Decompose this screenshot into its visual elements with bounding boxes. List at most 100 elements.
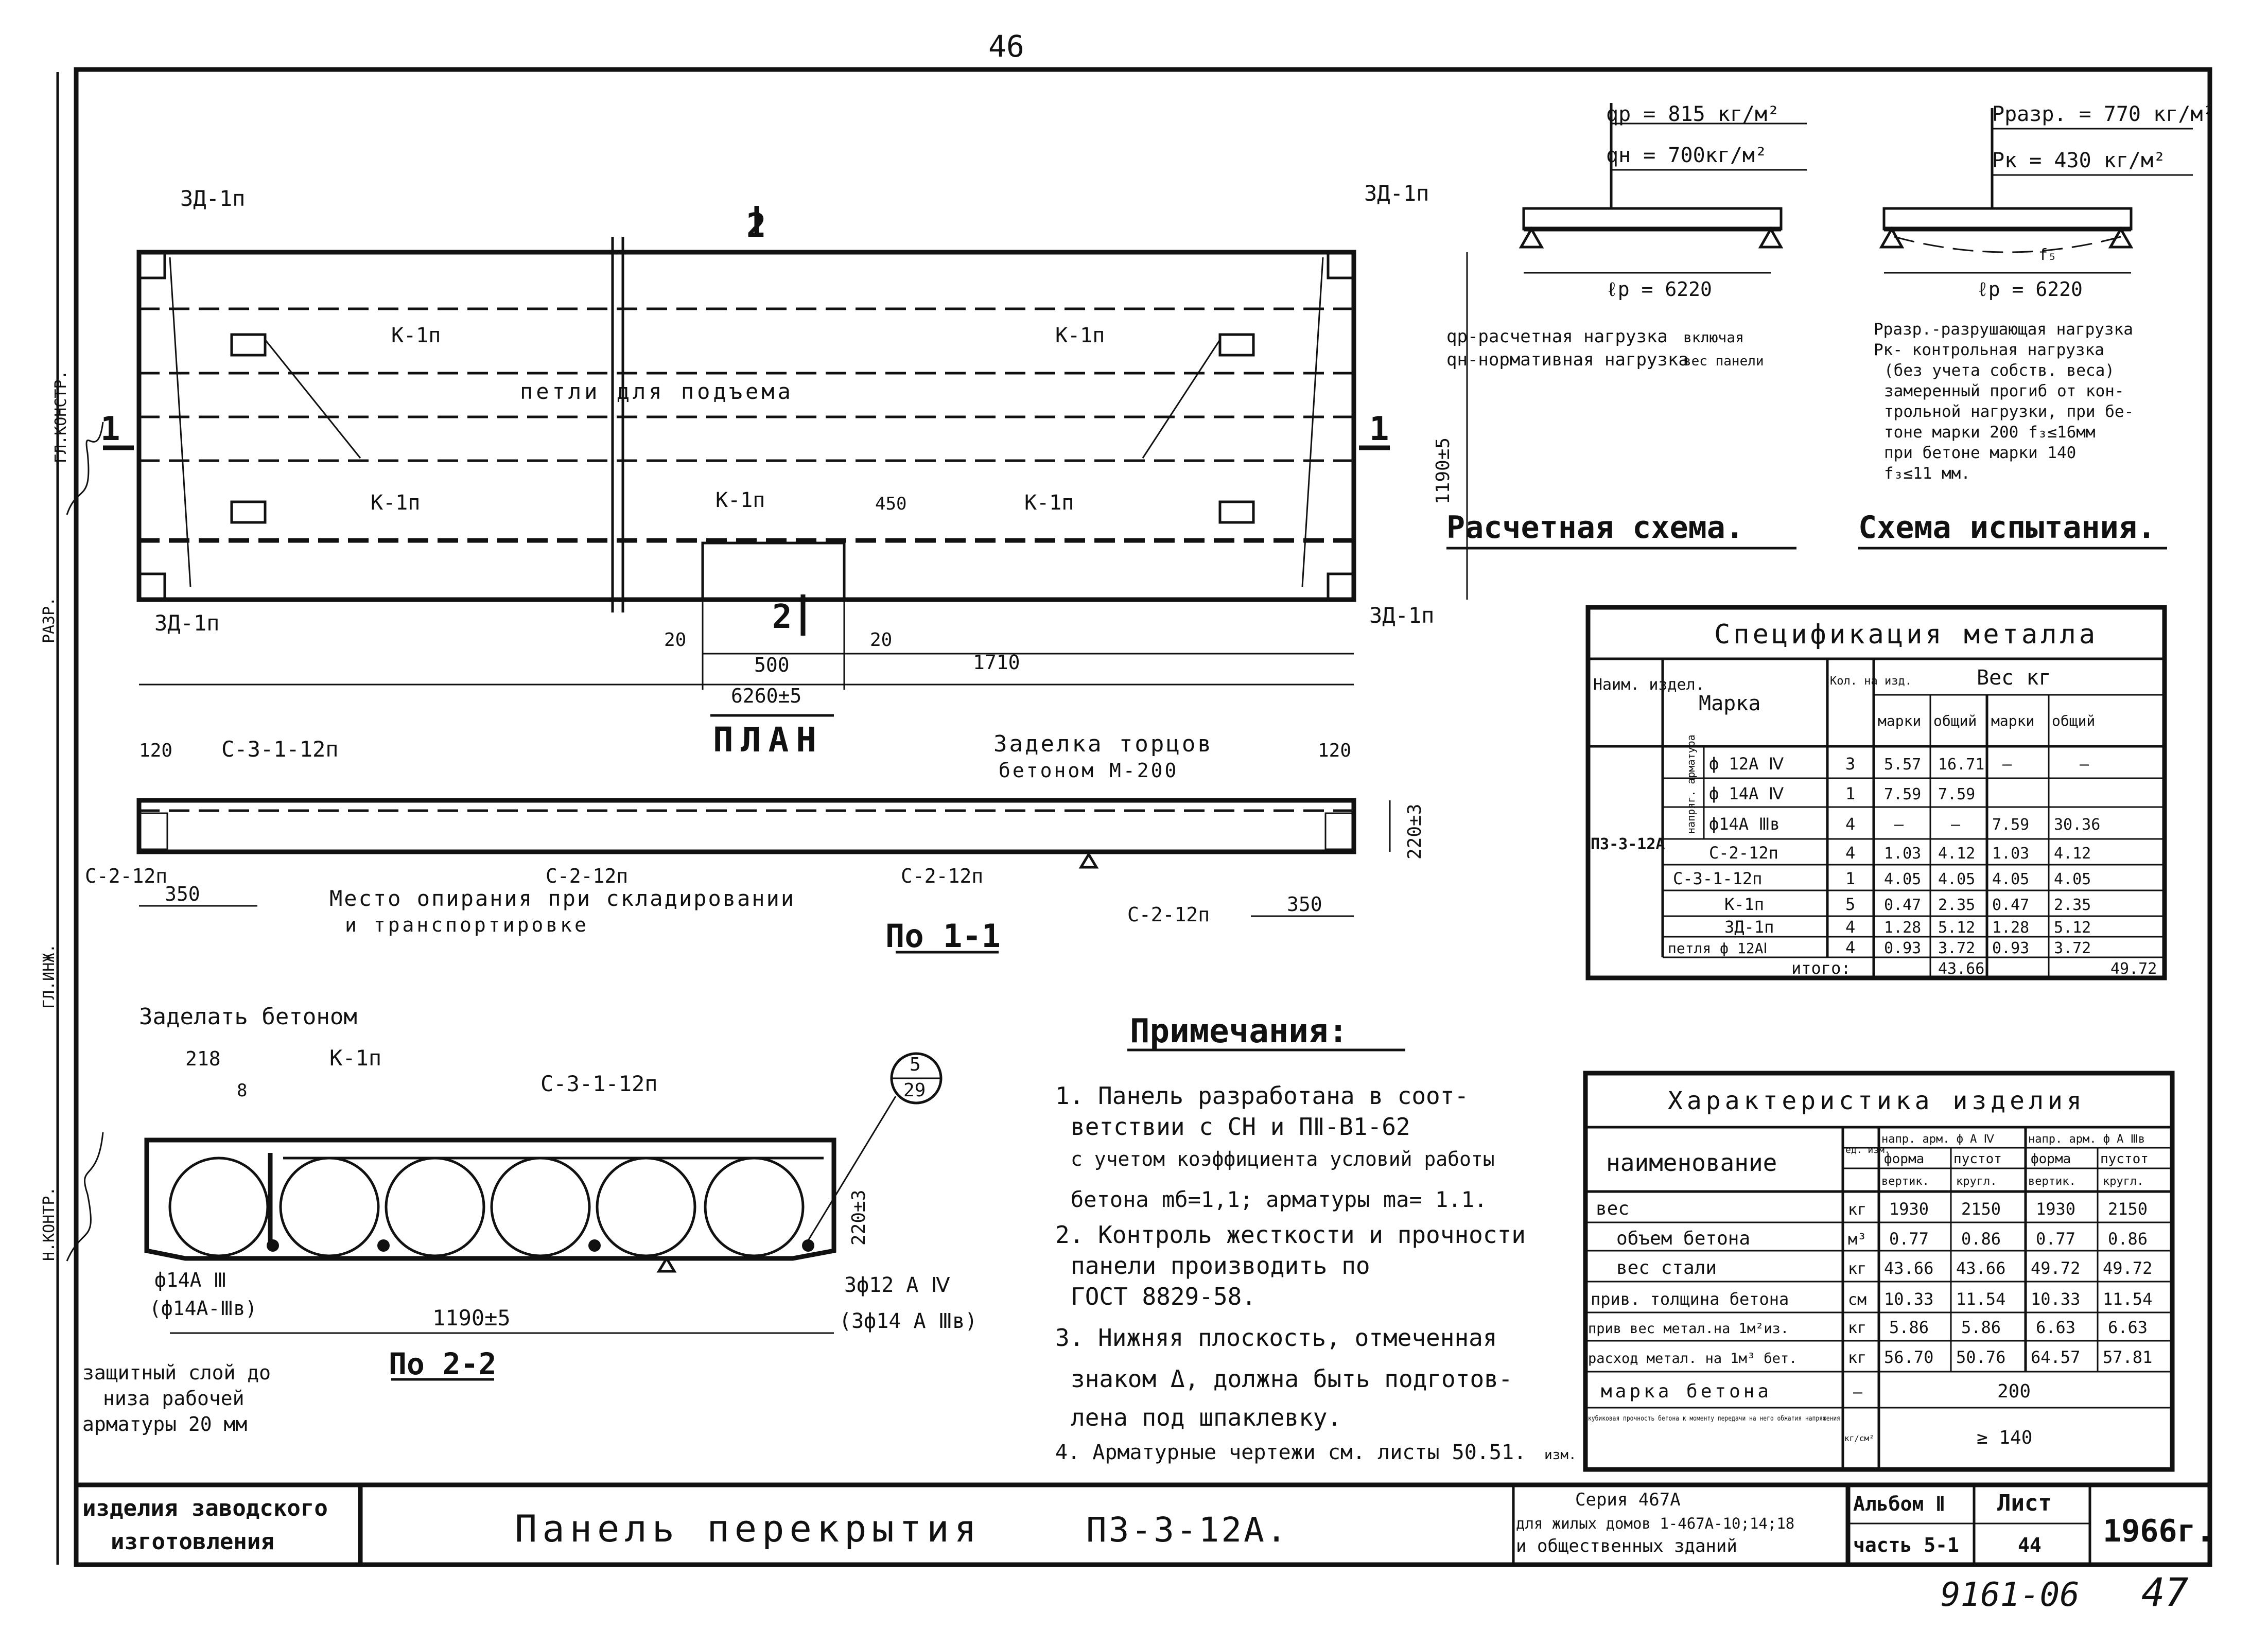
plan-corner-detail (137, 572, 166, 601)
calc-legend-4: вес панели (1683, 354, 1764, 369)
test-note-6: тоне марки 200 f₃≤16мм (1884, 423, 2096, 442)
spec-row-w2: 4.12 (1938, 845, 1975, 863)
char-h-c4: кругл. (2103, 1175, 2143, 1188)
spec-row-w3: 1.28 (1992, 919, 2029, 937)
dim-20b: 20 (870, 629, 892, 651)
note-line: с учетом коэффициента условий работы (1071, 1148, 1495, 1170)
spec-row-mark: К-1п (1724, 895, 1764, 914)
label-k-2: К-1п (1055, 324, 1105, 347)
title-left-1: изделия заводского (82, 1495, 328, 1521)
side-stamp-text-2: РАЗР. (40, 597, 58, 643)
spec-row-mark: петля ф 12АⅠ (1668, 940, 1768, 957)
rebar-right-2: (3ф14 А Ⅲв) (839, 1309, 977, 1333)
calc-scheme-diagram (1446, 103, 1807, 550)
char-row-c1: 56.70 (1884, 1347, 1933, 1367)
plan-corner-detail (1327, 251, 1355, 279)
test-note-4: замеренный прогиб от кон- (1884, 382, 2124, 400)
section-2-dim-220: 220±3 (848, 1190, 869, 1246)
char-row-name: прив вес метал.на 1м²из. (1588, 1321, 1789, 1337)
spec-h-mark: Марка (1699, 692, 1760, 715)
plan-loop-mark (230, 333, 267, 357)
char-row-unit: см (1848, 1291, 1866, 1309)
lifting-loops-label: петли для подъема (520, 379, 794, 404)
char-row-unit: кг (1848, 1319, 1866, 1337)
plan-loop-mark (230, 500, 267, 524)
spec-row-w4: 4.05 (2054, 870, 2091, 888)
spec-row-qty: 4 (1845, 814, 1855, 834)
char-h-c2: кругл. (1956, 1175, 1997, 1188)
page-number-bottom-2: 47 (2141, 1569, 2189, 1615)
dim-500: 500 (754, 654, 790, 676)
char-row-c2: 43.66 (1956, 1258, 2005, 1278)
char-row-name: объем бетона (1616, 1228, 1750, 1249)
note-line: изм. (1544, 1447, 1577, 1463)
char-row-c3: 6.63 (2036, 1318, 2075, 1337)
test-note-8: f₃≤11 мм. (1884, 464, 1970, 483)
section-2-label-k: К-1п (329, 1045, 381, 1071)
spec-h-w2: общий (1933, 712, 1977, 729)
char-h-sub4: пустот (2100, 1151, 2149, 1167)
side-stamp-text-4: ГЛ.КОНСТР. (52, 370, 70, 463)
note-line: знаком Δ, должна быть подготов- (1071, 1365, 1513, 1393)
section-1-label-c2d: С-2-12п (1127, 903, 1210, 926)
spec-row-w1: 4.05 (1884, 870, 1921, 888)
spec-row-w1: 0.47 (1884, 896, 1921, 914)
char-row-c3: 10.33 (2031, 1289, 2080, 1309)
rebar-right-1: 3ф12 А Ⅳ (844, 1273, 950, 1297)
spec-row-qty: 1 (1845, 784, 1855, 803)
section-2-2-view (144, 1052, 943, 1381)
note-line: 1. Панель разработана в соот- (1055, 1082, 1469, 1110)
note-line: бетона mб=1,1; арматуры mа= 1.1. (1071, 1187, 1487, 1212)
test-scheme-title: Схема испытания. (1858, 510, 2156, 546)
char-h-g1: напр. арм. ф А Ⅳ (1881, 1133, 1995, 1146)
char-row-c4: 49.72 (2103, 1258, 2152, 1278)
spec-row-mark: С-3-1-12п (1673, 869, 1762, 888)
note-line: 4. Арматурные чертежи см. листы 50.51. (1055, 1441, 1526, 1464)
test-f: f₅ (2038, 246, 2057, 264)
section-1-dim-220: 220±3 (1404, 804, 1425, 860)
char-row-c2: 5.86 (1961, 1318, 2001, 1337)
spec-row-w4: 4.12 (2054, 845, 2091, 863)
spec-table-grid (1585, 605, 2167, 980)
spec-row-mark: 3Д-1п (1724, 917, 1774, 937)
note-line: ГОСТ 8829-58. (1071, 1283, 1256, 1310)
note-line: ветствии с СН и ПⅡ-В1-62 (1071, 1113, 1410, 1141)
side-stamp-text-1: Н.КОНТР. (40, 1187, 58, 1262)
char-h-sub2: пустот (1953, 1151, 2002, 1167)
char-row-c4: 57.81 (2103, 1347, 2152, 1367)
spec-row-w3: — (2002, 756, 2012, 774)
end-seal-left (138, 812, 168, 850)
char-strength-unit: кг/см² (1844, 1433, 1874, 1443)
spec-row-w3: 4.05 (1992, 870, 2029, 888)
char-row-c3: 0.77 (2036, 1229, 2075, 1249)
char-row-name: расход метал. на 1м³ бет. (1588, 1351, 1797, 1367)
spec-h-qty: Кол. на изд. (1830, 675, 1912, 688)
char-row-c3: 64.57 (2031, 1347, 2080, 1367)
spec-row-w1: 0.93 (1884, 939, 1921, 957)
char-row-unit: кг (1848, 1201, 1866, 1219)
label-k-5: К-1п (1024, 491, 1074, 515)
section-1-label-c2a: С-2-12п (85, 865, 167, 887)
void-filled (168, 1157, 269, 1257)
label-3d-bl: 3Д-1п (154, 610, 219, 636)
spec-row-mark: ф14А Ⅲв (1709, 814, 1780, 834)
side-stamp-text-3: ГЛ.ИНЖ. (40, 944, 58, 1009)
title-sheet-label: Лист (1997, 1490, 2052, 1516)
char-concrete-name: марка бетона (1601, 1381, 1772, 1402)
char-h-c3: вертик. (2028, 1175, 2076, 1188)
spec-h-name: Наим. издел. (1593, 676, 1705, 694)
char-concrete-val: 200 (1997, 1381, 2031, 1402)
dim-20a: 20 (664, 629, 686, 651)
title-part: часть 5-1 (1853, 1534, 1959, 1556)
calc-qn: qн = 700кг/м² (1606, 144, 1767, 167)
calc-lp: ℓр = 6220 (1606, 278, 1712, 301)
spec-row-w3: 0.47 (1992, 896, 2029, 914)
label-3d-br: 3Д-1п (1369, 603, 1434, 628)
title-left-2: изготовления (111, 1529, 274, 1555)
char-concrete-unit: — (1853, 1383, 1863, 1402)
char-strength-val: ≥ 140 (1977, 1427, 2032, 1448)
rebar-dot (588, 1239, 601, 1252)
spec-row-mark: ф 12А Ⅳ (1709, 754, 1784, 774)
fill-concrete-label: Заделать бетоном (139, 1004, 357, 1030)
rebar-left-2: (ф14А-Ⅲв) (149, 1297, 257, 1320)
